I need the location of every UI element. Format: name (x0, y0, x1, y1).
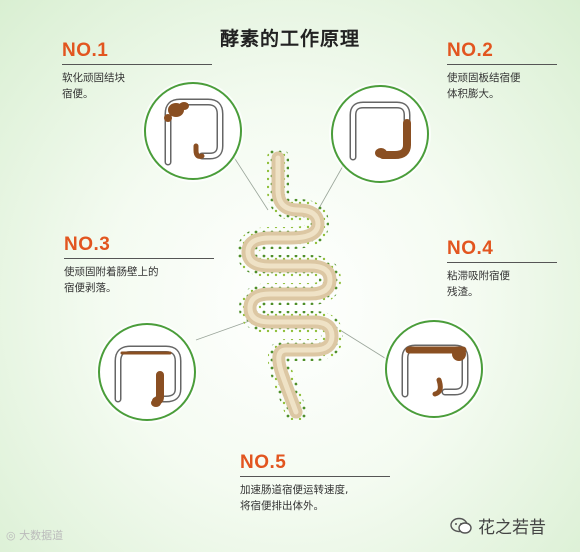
step-4-number: NO.4 (447, 238, 494, 259)
colon-1-icon (164, 98, 224, 166)
step-2-number: NO.2 (447, 40, 494, 61)
watermark-left: ◎ 大数据道 (6, 527, 63, 543)
colon-illustration-2 (331, 85, 429, 183)
watermark-right: 花之若昔 (450, 513, 546, 538)
weibo-icon: ◎ (6, 529, 20, 542)
colon-illustration-1 (144, 82, 242, 180)
watermark-left-text: 大数据道 (19, 529, 64, 542)
step-5-number: NO.5 (240, 452, 287, 473)
wechat-icon (450, 517, 472, 534)
step-2-description: 使顽固板结宿便 体积膨大。 (447, 72, 521, 100)
step-2: NO.2 使顽固板结宿便 体积膨大。 (447, 40, 557, 102)
watermark-right-text: 花之若昔 (478, 518, 546, 538)
step-2-rule (447, 64, 557, 65)
step-1: NO.1 软化顽固结块 宿便。 (62, 40, 212, 102)
diagram-title: 酵素的工作原理 (219, 28, 360, 50)
step-5: NO.5 加速肠道宿便运转速度, 将宿便排出体外。 (240, 452, 390, 514)
colon-4-icon (401, 344, 469, 398)
step-3: NO.3 使顽固附着肠壁上的 宿便剥落。 (64, 234, 214, 296)
step-4-description: 粘滞吸附宿便 残渣。 (447, 270, 510, 298)
step-1-description: 软化顽固结块 宿便。 (62, 72, 125, 100)
step-3-number: NO.3 (64, 234, 111, 255)
step-5-rule (240, 476, 390, 477)
colon-illustration-3 (98, 323, 196, 421)
step-4-rule (447, 262, 557, 263)
step-1-number: NO.1 (62, 40, 109, 61)
colon-illustration-4 (385, 320, 483, 418)
colon-3-icon (114, 345, 182, 407)
step-3-rule (64, 258, 214, 259)
colon-2-icon (349, 101, 411, 161)
step-4: NO.4 粘滞吸附宿便 残渣。 (447, 238, 557, 300)
step-1-rule (62, 64, 212, 65)
intestine-illustration (237, 150, 343, 420)
step-5-description: 加速肠道宿便运转速度, 将宿便排出体外。 (240, 484, 349, 512)
step-3-description: 使顽固附着肠壁上的 宿便剥落。 (64, 266, 159, 294)
